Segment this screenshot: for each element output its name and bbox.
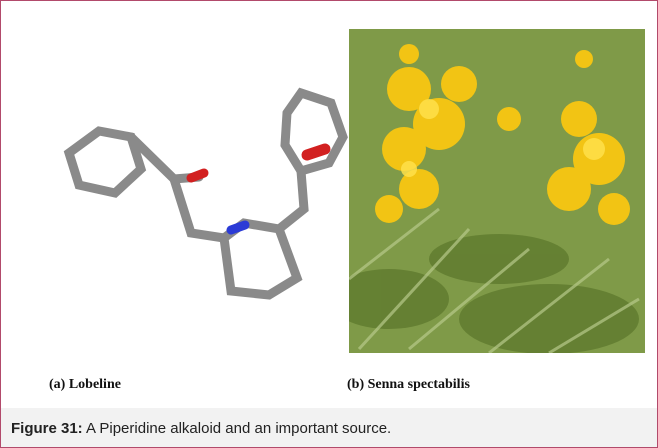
- lobeline-molecule-image: [63, 87, 348, 300]
- caption-label: Figure 31:: [11, 420, 83, 437]
- nitrogen-atom: [226, 220, 250, 235]
- oxygen-atom-right: [301, 143, 331, 161]
- oxygen-atom-left: [186, 168, 209, 183]
- subfigure-label-b: (b) Senna spectabilis: [347, 377, 470, 392]
- senna-spectabilis-photo: [349, 29, 645, 353]
- figure-panel: (a) Lobeline (b) Senna spectabilis: [11, 11, 647, 408]
- subfigure-label-a: (a) Lobeline: [49, 377, 121, 392]
- figure-caption: Figure 31: A Piperidine alkaloid and an …: [1, 408, 657, 447]
- caption-text: A Piperidine alkaloid and an important s…: [82, 420, 392, 437]
